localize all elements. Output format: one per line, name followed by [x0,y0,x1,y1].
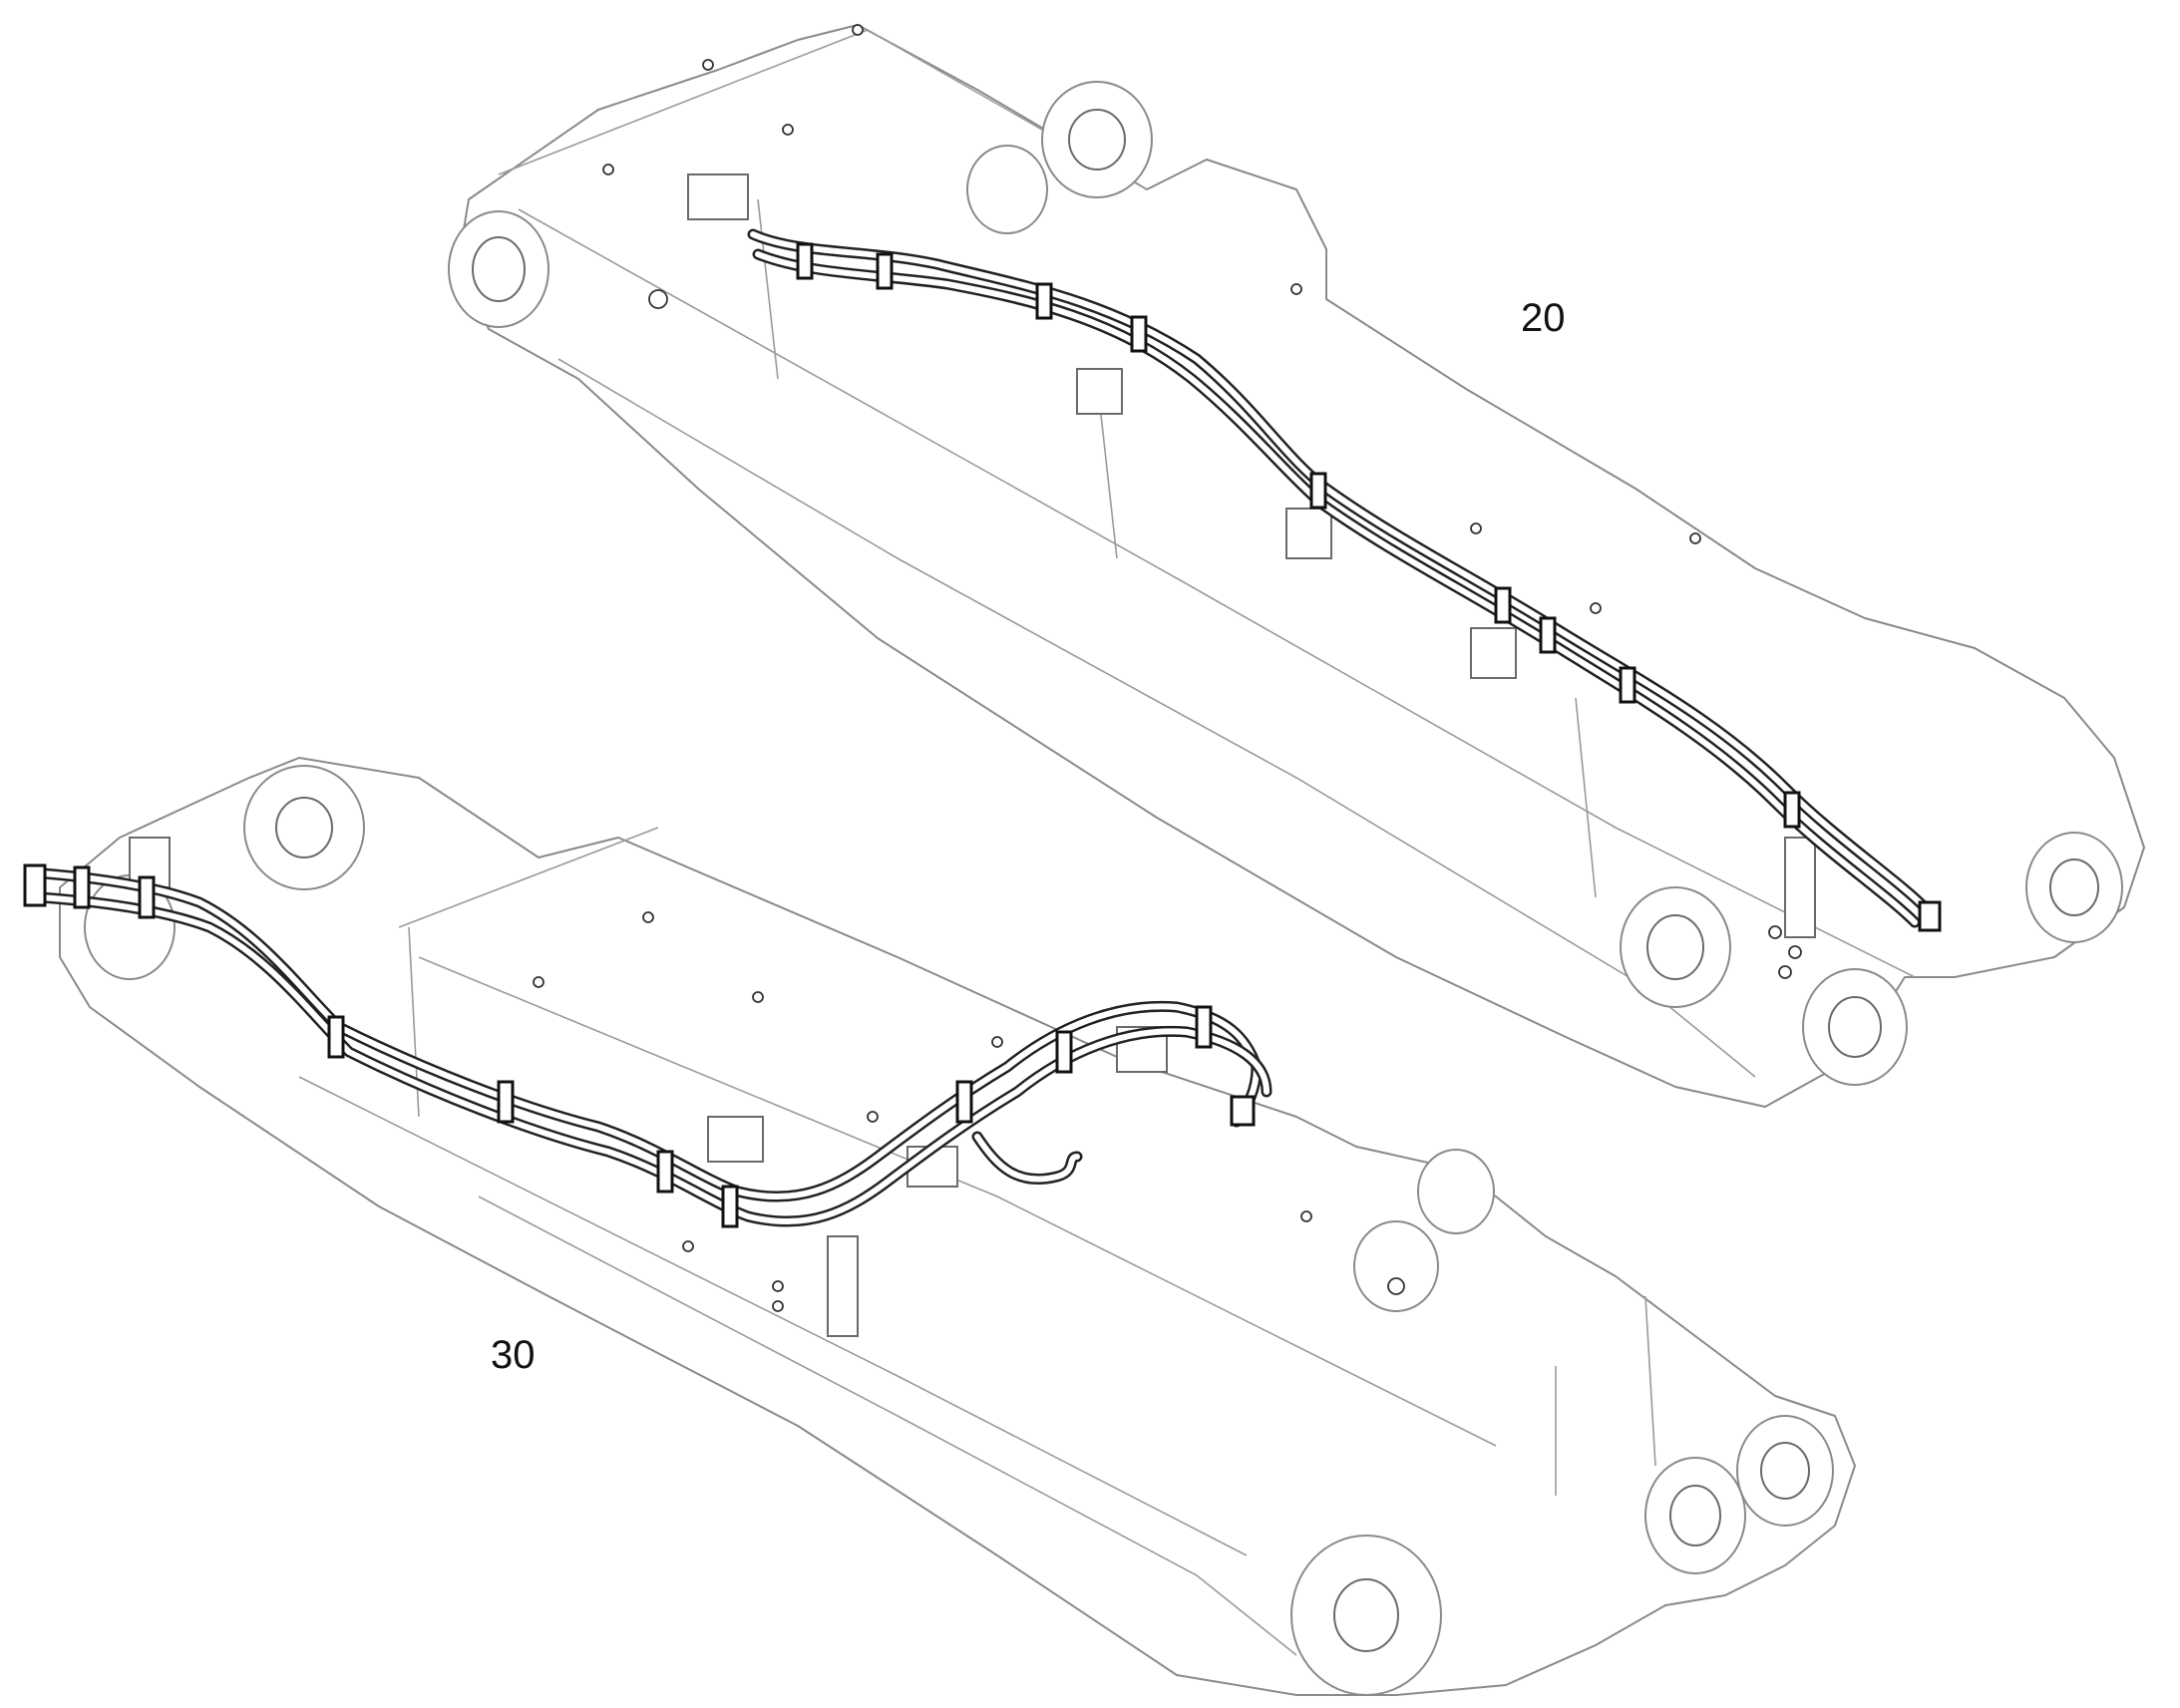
bolt [1300,1210,1312,1222]
lower-clamp-7 [955,1080,973,1124]
upper-bracket-2 [1076,368,1123,415]
upper-clamp-1 [796,242,814,280]
bolt [752,991,764,1003]
bolt [1290,283,1302,295]
upper-bracket-3 [1285,508,1332,559]
lower-rear-lug-1-bore [275,797,333,858]
bolt [702,59,714,71]
lower-top-plate [298,827,1497,1556]
upper-bracket-1 [687,173,749,220]
upper-nose-pivot-2-bore [1828,996,1882,1058]
upper-clamp-5 [1309,472,1327,510]
bolt [782,124,794,136]
bolt [1778,965,1792,979]
lower-hanger-plate [827,1235,859,1337]
bolt [852,24,864,36]
bolt [602,164,614,175]
upper-clamp-3 [1035,282,1053,320]
upper-hose-a-core [750,231,1928,910]
upper-lug-pivot-1-bore [1068,109,1126,171]
lower-bracket-2 [707,1116,764,1163]
upper-clamp-7 [1539,616,1557,654]
upper-side-plate [557,358,1756,1078]
bolt [648,289,668,309]
lower-side-plate [478,1196,1297,1656]
bolt [1590,602,1602,614]
upper-clamp-9 [1783,791,1801,829]
lower-fitting-end [1230,1095,1256,1127]
bolt [772,1300,784,1312]
bolt [772,1280,784,1292]
bolt [1788,945,1802,959]
upper-bolts [602,24,1802,979]
bolt [682,1240,694,1252]
upper-clamp-4 [1130,315,1148,353]
bolt [1768,925,1782,939]
callout-label-upper: 20 [1521,296,1566,340]
lower-bolts [533,911,1405,1312]
lower-boom-assembly [23,757,1856,1696]
lower-clamp-3 [327,1015,345,1059]
lower-nose-pivot-2-bore [1669,1485,1721,1546]
lower-clamp-2 [138,875,156,919]
upper-fitting-end [1918,900,1942,932]
lower-clamp-4 [497,1080,515,1124]
lower-clamp-8 [1055,1030,1073,1074]
lower-nose-pivot-3-bore [1760,1442,1810,1500]
upper-nose-pivot-1-bore [1646,914,1704,980]
upper-bracket-5 [1784,837,1816,938]
bolt [1470,522,1482,534]
bolt [1689,532,1701,544]
lower-clamp-5 [656,1150,674,1194]
lower-fitting-start [23,863,47,907]
lower-lug-1 [1417,1149,1495,1234]
bolt [1387,1277,1405,1295]
bolt [991,1036,1003,1048]
lower-hose-branch-core [974,1134,1080,1183]
upper-bracket-4 [1470,627,1517,679]
lower-nose-pivot-1-bore [1333,1578,1399,1652]
bolt [867,1111,879,1123]
upper-nose-pivot-3-bore [2049,858,2099,916]
lower-clamp-1 [73,865,91,909]
bolt [642,911,654,923]
upper-clamp-6 [1494,586,1512,624]
lower-clamp-6 [721,1185,739,1228]
callout-label-lower: 30 [491,1333,536,1377]
upper-hose-b-core [755,251,1918,925]
upper-lug-pivot-2 [966,145,1048,234]
lower-clamp-9 [1195,1005,1213,1049]
lower-boom-body [59,757,1856,1696]
upper-boom-assembly [448,24,2145,1108]
upper-clamp-2 [876,252,894,290]
lower-hose-a-core [27,869,1260,1200]
bolt [533,976,545,988]
upper-rear-pivot-bore [472,236,526,302]
upper-clamp-8 [1619,666,1636,704]
lower-lug-2 [1353,1220,1439,1312]
